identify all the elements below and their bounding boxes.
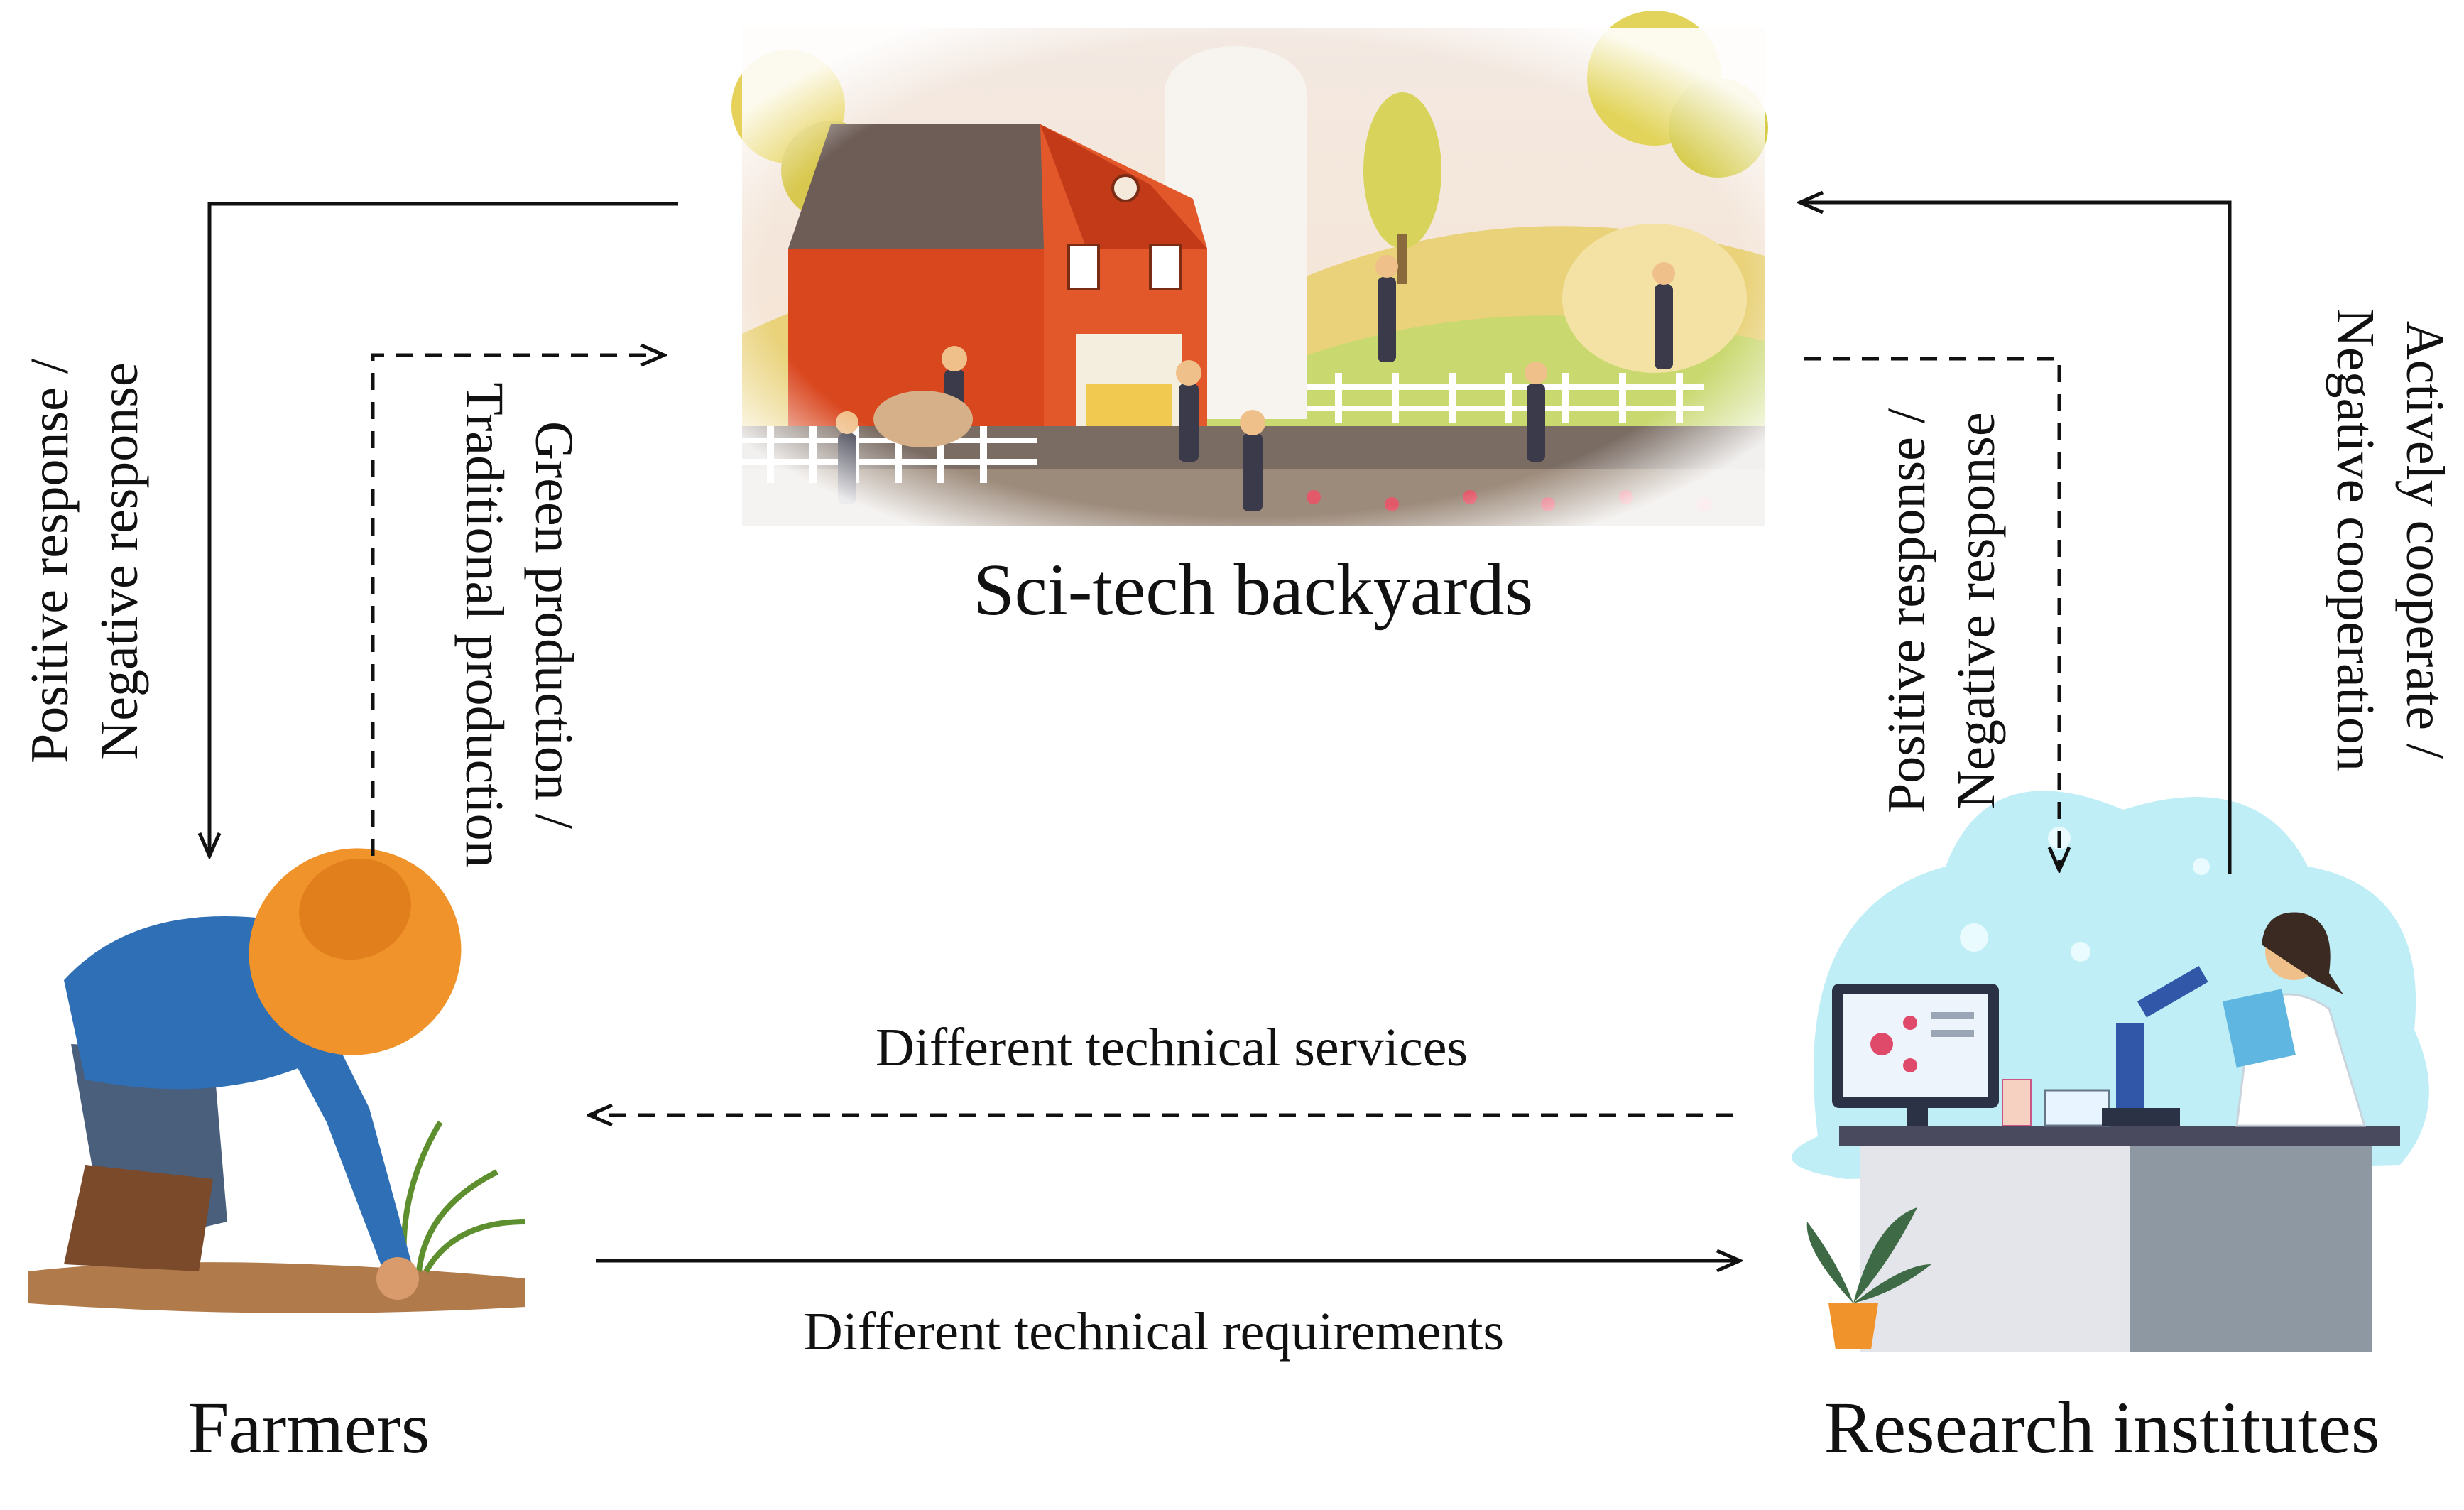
edge-farmers-to-scitech-label-1: Green production / [524,421,584,830]
edge-research-to-scitech-label-2: Negative cooperation [2326,308,2385,771]
edge-research-to-scitech [1800,202,2232,874]
research-title: Research institutes [1824,1387,2380,1469]
edge-farmers-to-scitech [371,355,664,856]
edge-scitech-to-farmers-label-1: Positive response / [20,358,80,764]
farmers-title: Farmers [188,1387,430,1469]
scitech-title: Sci-tech backyards [974,549,1533,631]
edge-scitech-to-farmers-label-2: Negative response [89,362,149,759]
edge-scitech-to-research [1804,357,2059,870]
edge-scitech-to-research-label-2: Negative response [1946,412,2006,809]
edge-scitech-to-farmers [209,202,678,856]
scientist-laboratory-illustration [1792,791,2429,1352]
edge-farmers-to-scitech-label-2: Traditional production [454,382,514,867]
farmer-planting-illustration [28,848,526,1313]
edge-research-to-scitech-label-1: Actively cooperate / [2395,321,2455,759]
edge-farmers-to-research-label: Different technical requirements [804,1302,1504,1362]
edge-scitech-to-research-label-1: Positive response / [1877,408,1936,813]
edge-research-to-farmers-label: Different technical services [876,1018,1468,1077]
farm-barn-illustration [731,11,1768,526]
